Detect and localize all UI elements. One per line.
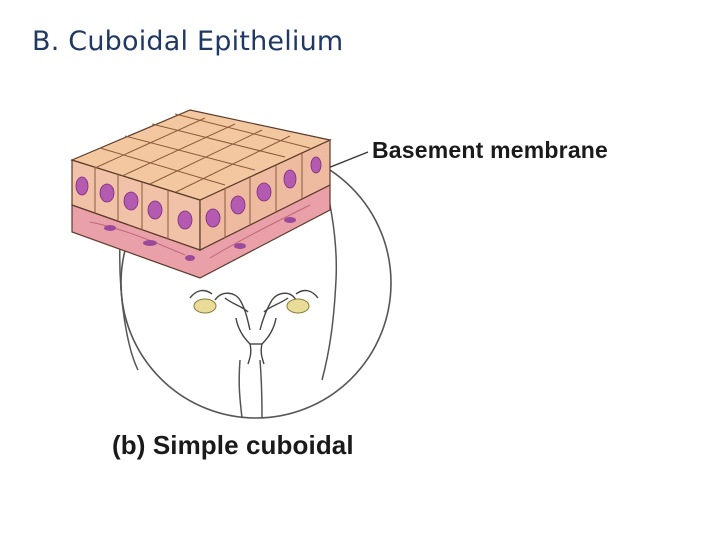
connective-nuclei — [104, 217, 296, 261]
left-ovary — [193, 298, 217, 314]
female-reproductive-organs — [189, 289, 319, 365]
slide-title: B. Cuboidal Epithelium — [32, 26, 344, 57]
figure-caption: (b) Simple cuboidal — [112, 430, 354, 460]
cell-nuclei — [75, 156, 322, 230]
right-ovary — [286, 298, 310, 314]
basement-membrane-label: Basement membrane — [372, 137, 609, 163]
